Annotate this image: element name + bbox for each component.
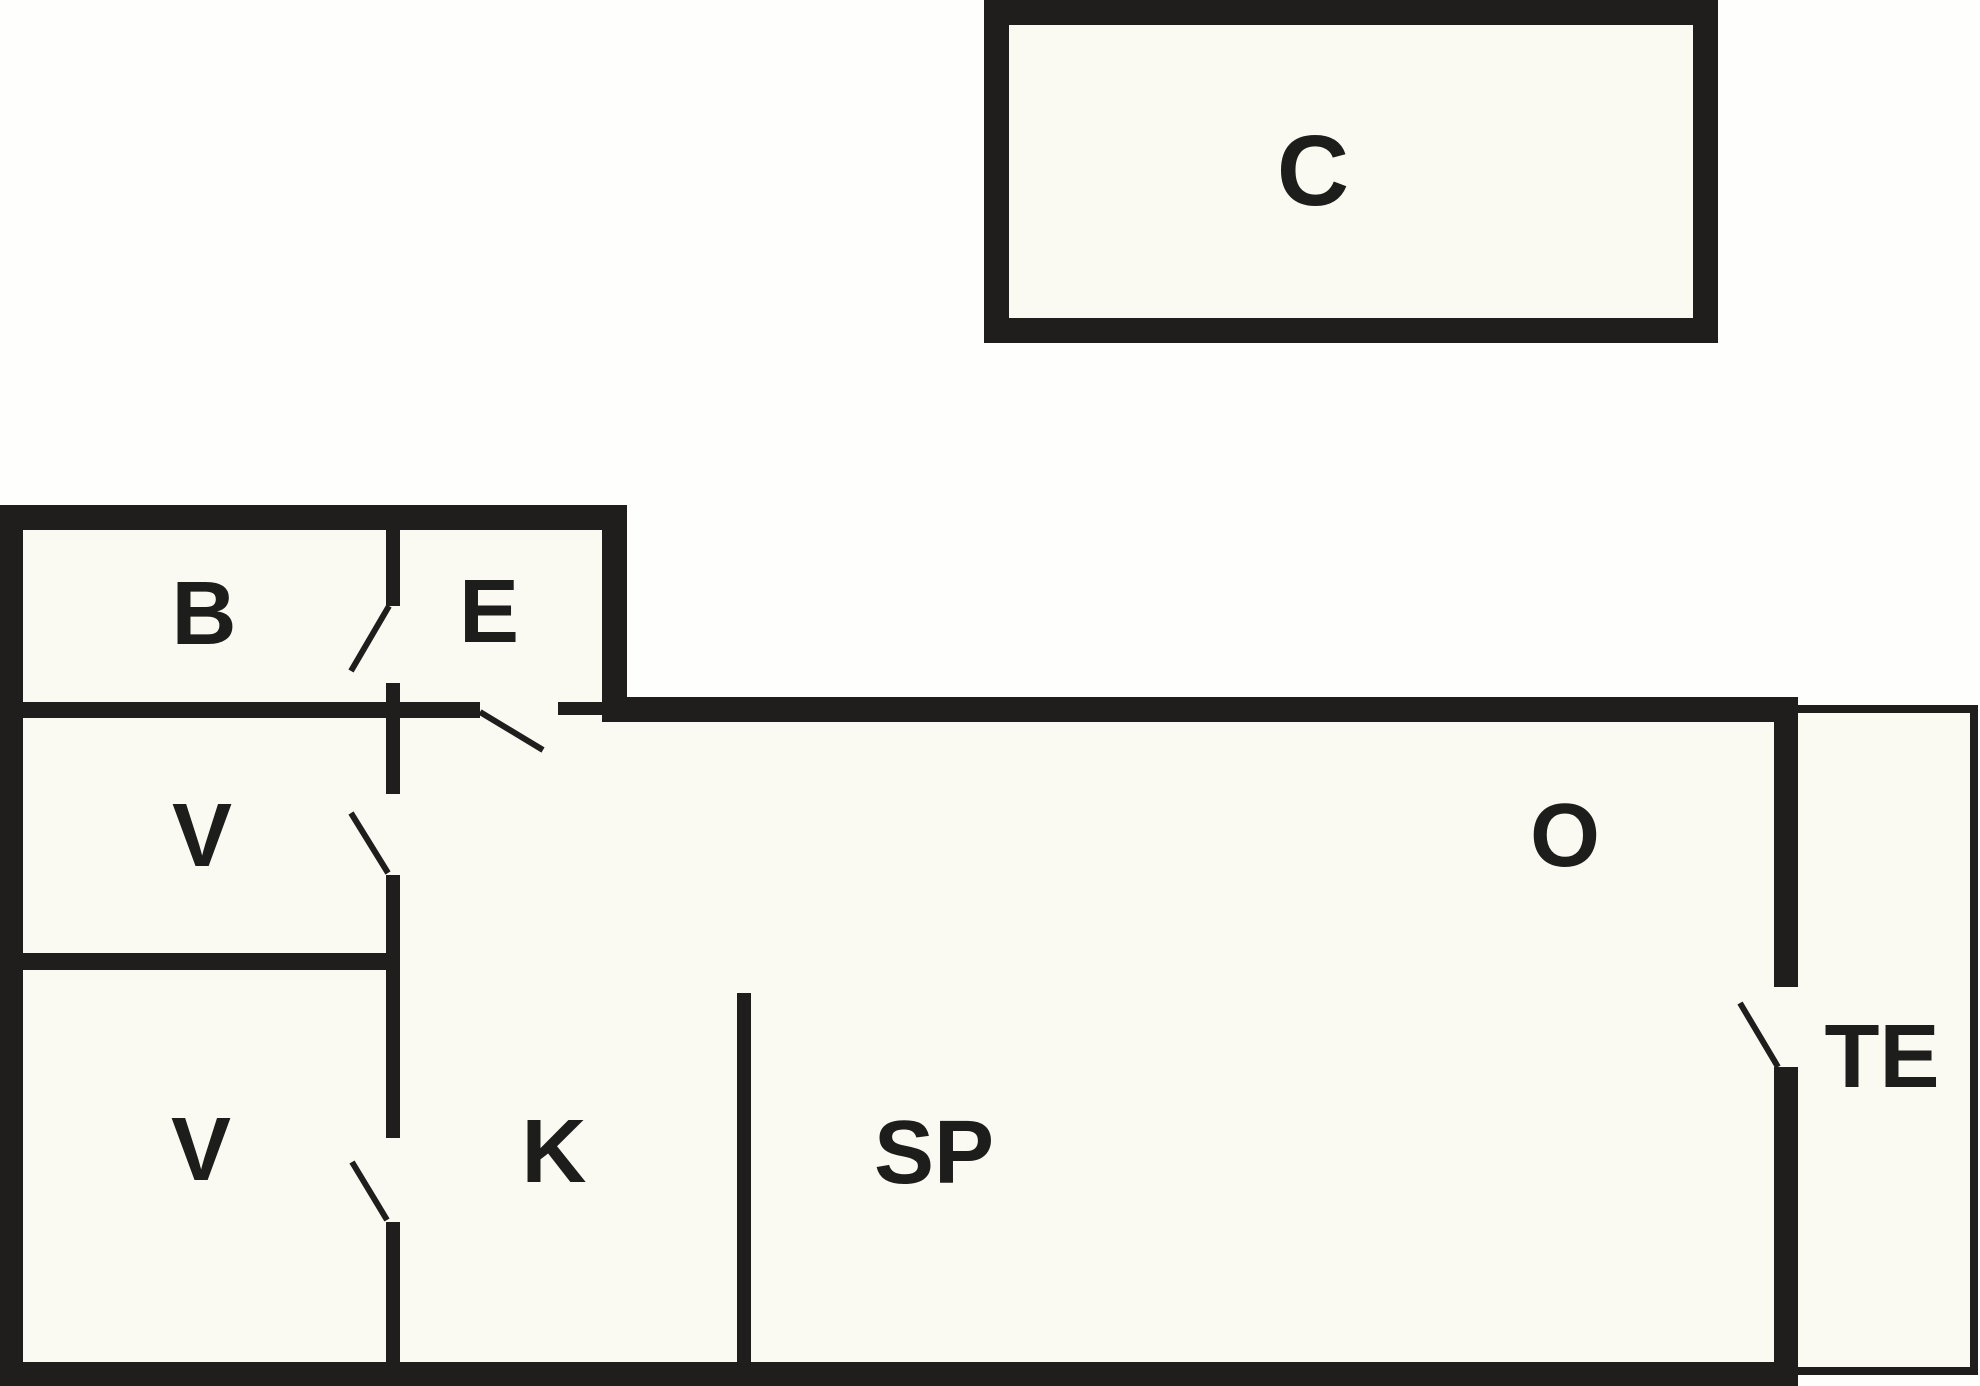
wall-exterior-right-upper (1774, 697, 1798, 987)
wall-exterior-left (0, 507, 23, 1386)
door-swing-entry (478, 709, 545, 753)
room-label-v1: V (172, 786, 232, 886)
room-label-k: K (522, 1102, 587, 1202)
floor-outbuilding (984, 0, 1718, 343)
wall-outbuilding-left (984, 0, 1009, 343)
room-label-e: E (459, 562, 519, 662)
wall-annex-right (602, 505, 627, 722)
wall-exterior-top-main (602, 697, 1798, 722)
wall-hall-middle (386, 875, 400, 1138)
wall-divider-b-e-upper (386, 530, 400, 606)
room-label-te: TE (1824, 1007, 1939, 1107)
door-swing-v-bottom (349, 1160, 390, 1222)
door-swing-terrace (1737, 1001, 1781, 1069)
wall-b-bottom (0, 702, 480, 718)
room-label-c: C (1277, 115, 1349, 227)
wall-outbuilding-right (1693, 0, 1718, 343)
wall-hall-lower (386, 1222, 400, 1362)
door-swing-v-middle (348, 811, 391, 875)
wall-exterior-top-annex (0, 505, 627, 530)
room-label-o: O (1530, 786, 1600, 886)
wall-divider-v-v (0, 953, 386, 970)
wall-divider-k-sp (737, 993, 751, 1362)
door-swing-b-e (348, 604, 392, 673)
wall-exterior-right-lower (1774, 1067, 1798, 1386)
wall-terrace-bottom (1798, 1367, 1978, 1375)
wall-b-bottom-stub (558, 702, 602, 715)
wall-divider-b-e-stub (386, 683, 400, 794)
floor-terrace (1798, 705, 1978, 1375)
room-label-v2: V (171, 1100, 231, 1200)
room-label-b: B (172, 564, 237, 664)
room-label-sp: SP (874, 1103, 994, 1203)
wall-outbuilding-top (984, 0, 1718, 25)
wall-terrace-right (1970, 705, 1978, 1375)
wall-outbuilding-bottom (984, 318, 1718, 343)
wall-terrace-top (1798, 705, 1978, 713)
wall-exterior-bottom (0, 1362, 1798, 1386)
floor-main-room (386, 697, 1798, 1386)
